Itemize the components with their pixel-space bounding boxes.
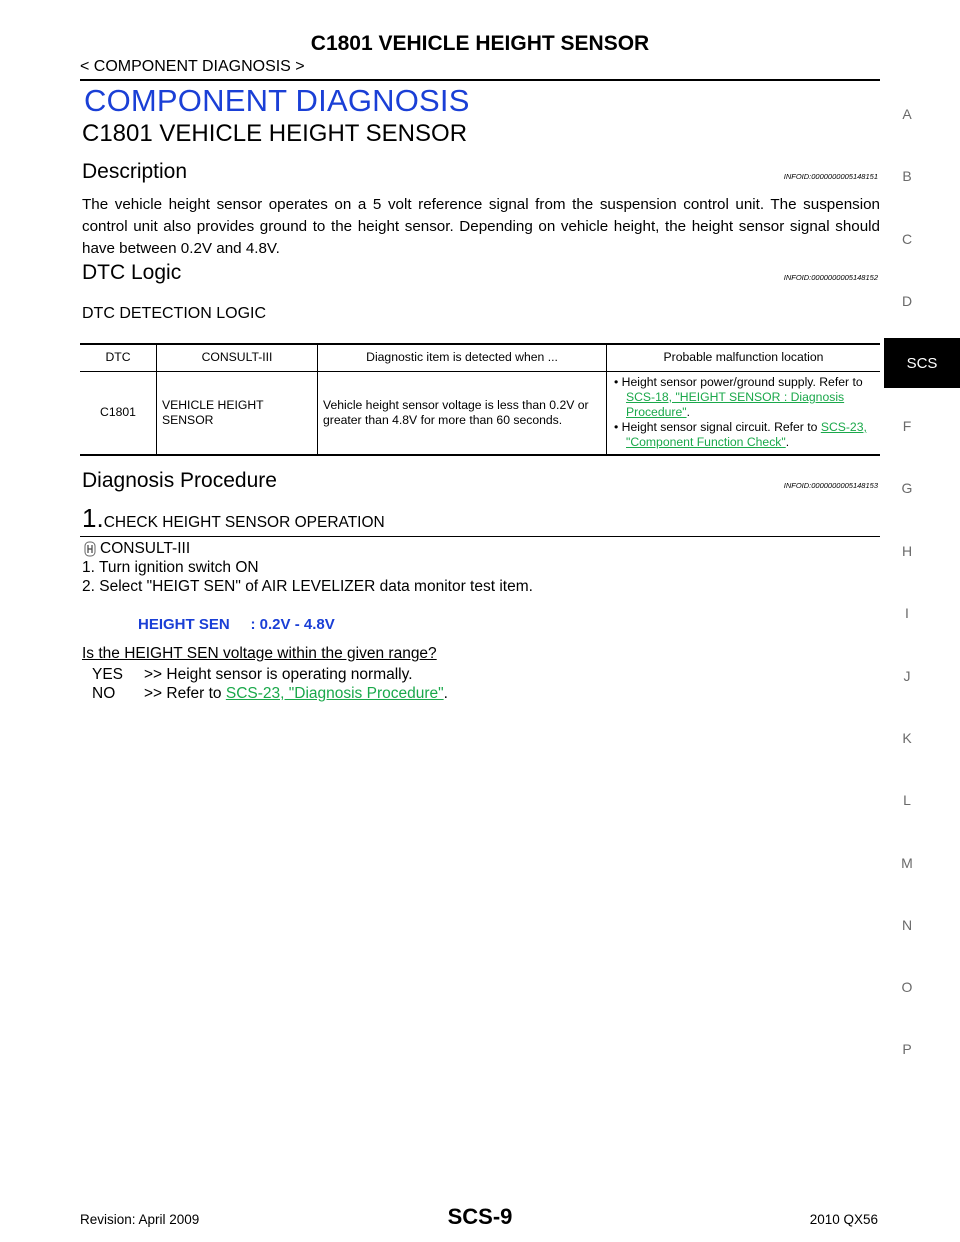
footer-revision: Revision: April 2009 [80, 1212, 200, 1227]
consult-line: CONSULT-III [82, 540, 190, 558]
side-tab-h[interactable]: H [901, 543, 913, 559]
step-number: 1. [82, 503, 104, 533]
section-title: COMPONENT DIAGNOSIS [84, 83, 470, 118]
side-tab-i[interactable]: I [905, 605, 909, 621]
location-item-1-text: Height sensor power/ground supply. Refer… [621, 375, 863, 389]
dtc-logic-infoid: INFOID:0000000005148152 [783, 273, 878, 282]
cell-dtc: C1801 [80, 371, 157, 456]
footer-page-number: SCS-9 [447, 1204, 513, 1229]
cell-location: • Height sensor power/ground supply. Ref… [606, 371, 880, 456]
location-item-2-end: . [785, 435, 790, 449]
col-header-dtc: DTC [80, 343, 157, 372]
dtc-logic-heading: DTC Logic [82, 261, 182, 284]
footer-model: 2010 QX56 [809, 1212, 878, 1227]
procedure-item-2: 2. Select "HEIGT SEN" of AIR LEVELIZER d… [82, 578, 533, 595]
side-tab-n[interactable]: N [901, 917, 913, 933]
link-scs-23-function-check[interactable]: SCS-23, "Component Function Check" [626, 420, 867, 449]
link-scs-18[interactable]: SCS-18, "HEIGHT SENSOR : Diagnosis Proce… [626, 390, 845, 419]
location-item-1-end: . [686, 405, 690, 419]
diagnosis-procedure-infoid: INFOID:0000000005148153 [783, 481, 878, 490]
answer-yes: YES >> Height sensor is operating normall… [92, 666, 413, 684]
step-title: CHECK HEIGHT SENSOR OPERATION [103, 514, 385, 531]
page-header-title: C1801 VEHICLE HEIGHT SENSOR [310, 32, 650, 55]
answer-no-end: . [443, 685, 448, 702]
side-tab-l[interactable]: L [903, 792, 911, 808]
link-scs-23-diagnosis[interactable]: SCS-23, "Diagnosis Procedure" [225, 685, 444, 702]
side-tab-o[interactable]: O [901, 979, 913, 995]
consult-label: CONSULT-III [100, 540, 191, 557]
answer-no-text: >> Refer to [144, 685, 226, 702]
side-tab-k[interactable]: K [902, 730, 912, 746]
height-sen-spec: HEIGHT SEN : 0.2V - 4.8V [138, 616, 335, 633]
header-divider [80, 79, 880, 81]
check-question: Is the HEIGHT SEN voltage within the giv… [82, 645, 437, 662]
description-infoid: INFOID:0000000005148151 [783, 172, 878, 181]
procedure-item-1: 1. Turn ignition switch ON [82, 559, 259, 576]
dtc-title: C1801 VEHICLE HEIGHT SENSOR [82, 120, 468, 147]
consult-tool-icon [82, 541, 98, 557]
col-header-consult: CONSULT-III [156, 343, 318, 372]
dtc-detection-table: DTC CONSULT-III Diagnostic item is detec… [80, 343, 880, 456]
dtc-detection-logic-heading: DTC DETECTION LOGIC [82, 305, 267, 322]
location-item-2: • Height sensor signal circuit. Refer to… [614, 420, 867, 449]
side-tab-p[interactable]: P [902, 1041, 912, 1057]
diagnosis-procedure-heading: Diagnosis Procedure [82, 469, 277, 492]
cell-consult: VEHICLE HEIGHT SENSOR [156, 371, 318, 456]
answer-yes-key: YES [92, 666, 124, 683]
side-tab-d[interactable]: D [901, 293, 913, 309]
table-row: C1801 VEHICLE HEIGHT SENSOR Vehicle heig… [80, 371, 880, 456]
side-tab-scs-active[interactable]: SCS [884, 338, 960, 388]
side-tab-g[interactable]: G [901, 480, 913, 496]
page-header-subtitle: < COMPONENT DIAGNOSIS > [80, 58, 305, 75]
side-tab-b[interactable]: B [902, 168, 912, 184]
location-item-1: • Height sensor power/ground supply. Ref… [614, 375, 863, 419]
side-tab-j[interactable]: J [903, 668, 911, 684]
table-header-row: DTC CONSULT-III Diagnostic item is detec… [80, 343, 880, 372]
side-tab-m[interactable]: M [901, 855, 913, 871]
side-tab-a[interactable]: A [902, 106, 912, 122]
answer-yes-text: >> Height sensor is operating normally. [144, 666, 413, 683]
cell-detected: Vehicle height sensor voltage is less th… [317, 371, 607, 456]
side-tab-c[interactable]: C [901, 231, 913, 247]
description-heading: Description [82, 160, 188, 183]
step-1-heading: 1.CHECK HEIGHT SENSOR OPERATION [82, 505, 385, 536]
answer-no-key: NO [92, 685, 116, 702]
step-divider [80, 536, 880, 537]
col-header-detected: Diagnostic item is detected when ... [317, 343, 607, 372]
side-tab-f[interactable]: F [902, 418, 912, 434]
location-item-2-text: Height sensor signal circuit. Refer to [621, 420, 821, 434]
description-text: The vehicle height sensor operates on a … [82, 196, 880, 257]
col-header-location: Probable malfunction location [606, 343, 880, 372]
answer-no: NO >> Refer to SCS-23, "Diagnosis Procedu… [92, 685, 448, 703]
